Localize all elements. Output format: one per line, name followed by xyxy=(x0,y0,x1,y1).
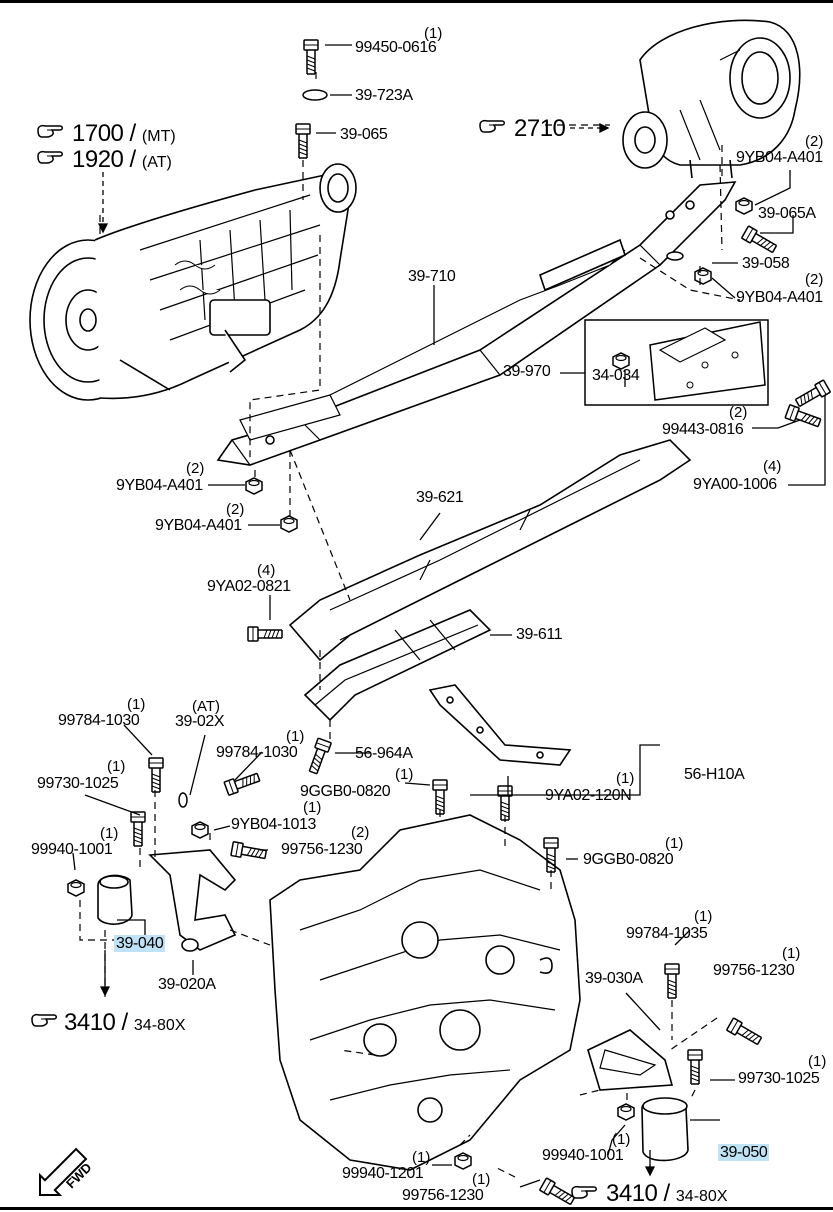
pointing-hand-icon xyxy=(571,1185,597,1199)
part-9YB04-A401-right: 9YB04-A401 xyxy=(736,289,823,306)
part-39-058: 39-058 xyxy=(742,255,790,272)
part-39-621: 39-621 xyxy=(416,489,464,506)
part-34-034: 34-034 xyxy=(592,367,640,384)
engine-mount-left xyxy=(97,849,237,952)
plate-39-611 xyxy=(303,609,492,722)
part-99730-1025b: 99730-1025 xyxy=(738,1070,820,1087)
bottom-rule xyxy=(0,1207,833,1210)
part-56-H10A: 56-H10A xyxy=(684,766,745,783)
part-39-970: 39-970 xyxy=(503,363,551,380)
part-39-065A: 39-065A xyxy=(758,205,816,222)
qty-9YB04-A401-left2: (2) xyxy=(226,501,245,518)
qty-99784-1030a: (1) xyxy=(127,696,146,713)
part-39-050: 39-050 xyxy=(718,1144,770,1161)
power-plant-frame-39-710 xyxy=(216,181,737,466)
part-39-040-highlight: 39-040 xyxy=(114,935,166,952)
bracket-56-h10a xyxy=(428,684,572,766)
part-9YB04-A401-left1: 9YB04-A401 xyxy=(116,477,203,494)
part-39-030A: 39-030A xyxy=(585,970,643,987)
part-9YB04-A401-left2: 9YB04-A401 xyxy=(155,517,242,534)
qty-99443-0816: (2) xyxy=(729,404,748,421)
phantom-lines xyxy=(79,72,741,1178)
ref-3410-right: 3410 / 34-80X xyxy=(606,1180,728,1207)
part-99756-1230b: 99756-1230 xyxy=(713,962,795,979)
pointing-hand-icon xyxy=(31,1013,57,1027)
part-39-723A: 39-723A xyxy=(355,87,413,104)
qty-99730-1025a: (1) xyxy=(107,758,126,775)
part-9GGB0-0820b: 9GGB0-0820 xyxy=(583,851,674,868)
qty-9GGB0-0820b: (1) xyxy=(665,835,684,852)
qty-99730-1025b: (1) xyxy=(808,1053,827,1070)
ref-2710: 2710 xyxy=(514,115,566,142)
part-9YB04-1013: 9YB04-1013 xyxy=(231,816,316,833)
part-9YA00-1006: 9YA00-1006 xyxy=(693,476,777,493)
qty-99756-1230c: (1) xyxy=(472,1171,491,1188)
qty-99756-1230a: (2) xyxy=(351,824,370,841)
pointing-hand-icon xyxy=(479,119,505,133)
part-99450-0616: 99450-0616 xyxy=(355,39,437,56)
part-56-964A: 56-964A xyxy=(355,745,413,762)
qty-99450-0616: (1) xyxy=(424,25,443,42)
part-39-050-highlight: 39-050 xyxy=(718,1144,770,1161)
qty-99756-1230b: (1) xyxy=(782,945,801,962)
qty-9YB04-A401-right: (2) xyxy=(805,271,824,288)
qty-9YB04-1013: (1) xyxy=(303,799,322,816)
qty-9GGB0-0820a: (1) xyxy=(395,766,414,783)
qty-99940-1001a: (1) xyxy=(100,825,119,842)
part-99940-1001b: 99940-1001 xyxy=(542,1147,624,1164)
pointing-hand-icon xyxy=(37,124,63,138)
part-99940-1201: 99940-1201 xyxy=(342,1165,424,1182)
part-99756-1230a: 99756-1230 xyxy=(281,841,363,858)
part-99784-1030b: 99784-1030 xyxy=(216,744,298,761)
part-99784-1030a: 99784-1030 xyxy=(58,712,140,729)
part-9YB04-A401-top: 9YB04-A401 xyxy=(736,149,823,166)
qty-99940-1201: (1) xyxy=(412,1149,431,1166)
part-39-065: 39-065 xyxy=(340,126,388,143)
part-39-611: 39-611 xyxy=(516,626,563,643)
part-39-02X: 39-02X xyxy=(175,713,225,730)
qty-99940-1001b: (1) xyxy=(612,1131,631,1148)
part-99756-1230c: 99756-1230 xyxy=(402,1187,484,1204)
frame-39-621 xyxy=(288,439,692,662)
ref-3410-left: 3410 / 34-80X xyxy=(64,1009,186,1036)
part-99940-1001a: 99940-1001 xyxy=(31,841,113,858)
ref-1700-mt: 1700 / (MT) xyxy=(72,120,176,147)
ref-1920-at: 1920 / (AT) xyxy=(72,146,172,173)
part-9YA02-120N: 9YA02-120N xyxy=(545,787,632,804)
top-rule xyxy=(0,0,833,3)
part-39-020A: 39-020A xyxy=(158,976,216,993)
qty-99784-1030b: (1) xyxy=(286,728,305,745)
qty-9YB04-A401-left1: (2) xyxy=(186,460,205,477)
qty-9YA02-120N: (1) xyxy=(616,770,635,787)
pointing-hand-icon xyxy=(37,150,63,164)
engine-mount-right xyxy=(587,1029,689,1162)
bracket-39-970-group xyxy=(584,319,769,406)
qty-9YB04-A401-top: (2) xyxy=(805,133,824,150)
qty-9YA00-1006: (4) xyxy=(763,458,782,475)
differential-illustration xyxy=(622,19,801,179)
engine-illustration xyxy=(269,814,581,1171)
fasteners xyxy=(67,39,832,1208)
leader-lines xyxy=(72,44,826,1188)
part-39-040: 39-040 xyxy=(114,935,166,952)
transmission-illustration xyxy=(29,163,357,401)
part-99784-1035: 99784-1035 xyxy=(626,925,708,942)
ref-arrows xyxy=(97,122,656,1177)
part-9GGB0-0820a: 9GGB0-0820 xyxy=(300,783,391,800)
part-9YA02-0821: 9YA02-0821 xyxy=(207,578,291,595)
qty-9YA02-0821: (4) xyxy=(257,562,276,579)
fwd-arrow-icon xyxy=(39,1147,88,1196)
part-39-710: 39-710 xyxy=(408,268,456,285)
qty-99784-1035: (1) xyxy=(694,908,713,925)
part-99443-0816: 99443-0816 xyxy=(662,421,744,438)
part-99730-1025a: 99730-1025 xyxy=(37,775,119,792)
qty-39-02X: (AT) xyxy=(192,698,221,715)
